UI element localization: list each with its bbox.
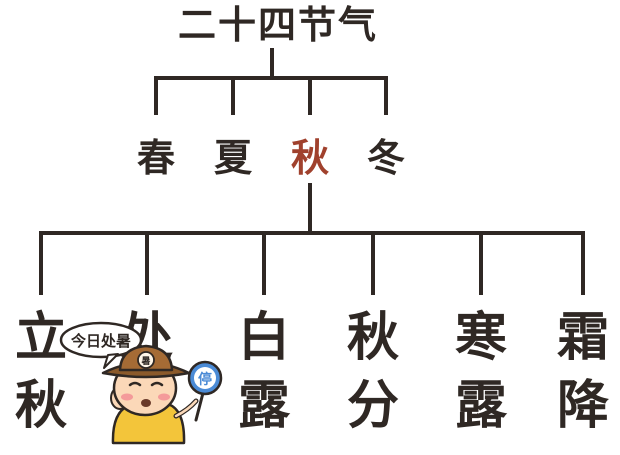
season-winter: 冬 [366, 136, 405, 180]
term-5-char-1: 寒 [454, 308, 507, 368]
term-6-char-1: 霜 [556, 308, 609, 368]
speech-bubble-text: 今日处暑 [70, 332, 131, 350]
term-4-char-1: 秋 [346, 308, 399, 368]
diagram-title: 二十四节气 [178, 3, 379, 47]
speech-bubble: 今日处暑 [59, 321, 143, 369]
season-spring: 春 [136, 136, 175, 180]
stop-sign-text: 停 [198, 371, 212, 388]
term-3-char-2: 露 [237, 376, 290, 436]
season-summer: 夏 [213, 136, 252, 180]
hat-badge-text: 暑 [140, 356, 150, 367]
term-1-char-1: 立 [14, 308, 67, 368]
watermark: ​ [458, 388, 608, 434]
term-5-char-2: 露 [454, 376, 507, 436]
term-1-char-2: 秋 [14, 376, 67, 436]
term-3-char-1: 白 [237, 308, 290, 368]
term-4-char-2: 分 [346, 376, 399, 436]
season-autumn: 秋 [290, 136, 329, 180]
term-6-char-2: 降 [556, 376, 609, 436]
stop-sign: 停 [187, 360, 223, 422]
